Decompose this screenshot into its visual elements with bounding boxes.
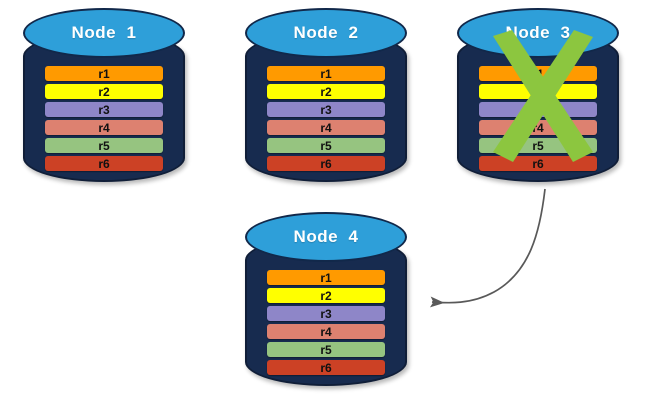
node-4-cylinder-top: Node 4 (245, 212, 407, 262)
table-row-label: r2 (532, 84, 544, 99)
table-row: r2 (267, 288, 385, 303)
node-1-cylinder-top: Node 1 (23, 8, 185, 58)
table-row-label: r5 (320, 342, 332, 357)
table-row-label: r6 (320, 360, 332, 375)
table-row: r2 (267, 84, 385, 99)
table-row: r1 (479, 66, 597, 81)
node-4[interactable]: Node 4 r1 r2 r3 r4 r5 r6 (245, 212, 407, 392)
table-row-label: r4 (98, 120, 110, 135)
table-row: r4 (267, 324, 385, 339)
node-2-title: Node 2 (293, 23, 359, 42)
table-row: r1 (267, 66, 385, 81)
node-1-row-list: r1 r2 r3 r4 r5 r6 (45, 66, 163, 174)
node-4-row-list: r1 r2 r3 r4 r5 r6 (267, 270, 385, 378)
table-row-label: r1 (320, 66, 332, 81)
table-row-label: r3 (532, 102, 544, 117)
node-3-title: Node 3 (505, 23, 571, 42)
table-row-label: r5 (532, 138, 544, 153)
table-row: r5 (267, 138, 385, 153)
node-1[interactable]: Node 1 r1 r2 r3 r4 r5 r6 (23, 8, 185, 188)
node-3-cylinder-top: Node 3 (457, 8, 619, 58)
table-row-label: r1 (320, 270, 332, 285)
table-row: r4 (479, 120, 597, 135)
table-row-label: r5 (98, 138, 110, 153)
table-row-label: r3 (320, 306, 332, 321)
table-row-label: r3 (320, 102, 332, 117)
table-row-label: r1 (532, 66, 544, 81)
table-row: r5 (267, 342, 385, 357)
table-row-label: r6 (532, 156, 544, 171)
node-4-title: Node 4 (293, 227, 359, 246)
table-row: r2 (45, 84, 163, 99)
table-row: r5 (45, 138, 163, 153)
table-row-label: r3 (98, 102, 110, 117)
node-3-row-list: r1 r2 r3 r4 r5 r6 (479, 66, 597, 174)
table-row-label: r4 (532, 120, 544, 135)
table-row: r6 (267, 156, 385, 171)
node-2-cylinder-top: Node 2 (245, 8, 407, 58)
table-row-label: r6 (320, 156, 332, 171)
table-row-label: r2 (320, 288, 332, 303)
table-row: r4 (45, 120, 163, 135)
node-2[interactable]: Node 2 r1 r2 r3 r4 r5 r6 (245, 8, 407, 188)
table-row: r6 (267, 360, 385, 375)
node-2-row-list: r1 r2 r3 r4 r5 r6 (267, 66, 385, 174)
table-row: r3 (267, 306, 385, 321)
table-row-label: r4 (320, 120, 332, 135)
table-row: r6 (45, 156, 163, 171)
table-row: r1 (45, 66, 163, 81)
table-row: r3 (45, 102, 163, 117)
node-1-title: Node 1 (71, 23, 137, 42)
table-row: r5 (479, 138, 597, 153)
table-row: r1 (267, 270, 385, 285)
table-row: r3 (267, 102, 385, 117)
table-row-label: r2 (98, 84, 110, 99)
table-row-label: r5 (320, 138, 332, 153)
table-row: r3 (479, 102, 597, 117)
table-row-label: r4 (320, 324, 332, 339)
table-row-label: r1 (98, 66, 110, 81)
table-row: r6 (479, 156, 597, 171)
node-3[interactable]: Node 3 r1 r2 r3 r4 r5 r6 (457, 8, 619, 188)
table-row: r2 (479, 84, 597, 99)
table-row-label: r6 (98, 156, 110, 171)
table-row-label: r2 (320, 84, 332, 99)
table-row: r4 (267, 120, 385, 135)
